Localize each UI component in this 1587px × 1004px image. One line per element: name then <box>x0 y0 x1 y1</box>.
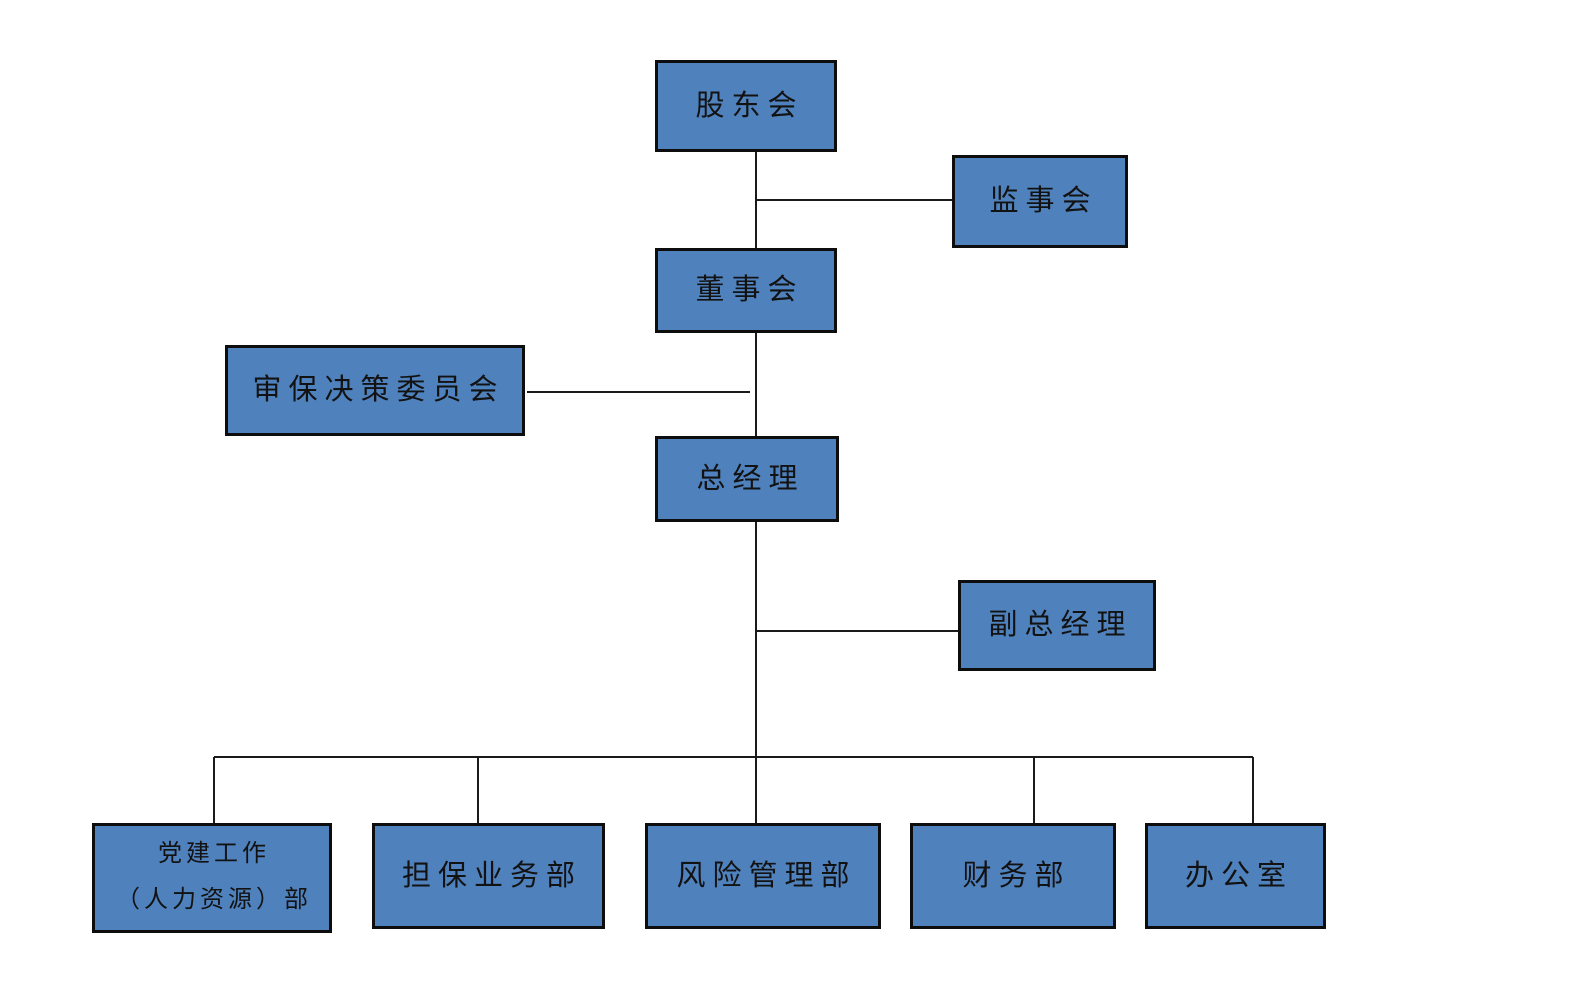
connector-gm-departments-vertical <box>755 522 757 823</box>
connector-deputy-gm-horizontal <box>757 630 958 632</box>
org-node-deputy-general-manager: 副总经理 <box>958 580 1156 671</box>
org-node-guarantee-business-dept-label: 担保业务部 <box>401 859 582 892</box>
connector-departments-bus <box>214 756 1253 758</box>
org-node-general-manager-label: 总经理 <box>696 462 805 495</box>
connector-drop-guarantee <box>477 757 479 823</box>
org-node-shareholders: 股东会 <box>655 60 837 152</box>
org-node-board-of-directors-label: 董事会 <box>695 274 804 307</box>
org-node-office: 办公室 <box>1145 823 1326 929</box>
connector-drop-office <box>1252 757 1254 823</box>
org-node-guarantee-review-committee-label: 审保决策委员会 <box>252 374 505 407</box>
org-node-finance-dept-label: 财务部 <box>962 859 1071 892</box>
org-node-party-hr-dept-label-line1: 党建工作 <box>158 841 270 868</box>
connector-drop-party-hr <box>213 757 215 823</box>
connector-drop-finance <box>1033 757 1035 823</box>
org-node-general-manager: 总经理 <box>655 436 839 522</box>
org-node-supervisory-board-label: 监事会 <box>989 185 1098 218</box>
connector-supervisory-horizontal <box>756 199 952 201</box>
org-node-risk-management-dept-label: 风险管理部 <box>676 859 857 892</box>
org-node-board-of-directors: 董事会 <box>655 248 837 333</box>
org-node-deputy-general-manager-label: 副总经理 <box>988 609 1133 642</box>
org-node-guarantee-business-dept: 担保业务部 <box>372 823 605 929</box>
org-node-party-hr-dept-label-line2: （人力资源）部 <box>116 887 312 913</box>
org-node-office-label: 办公室 <box>1184 859 1293 892</box>
connector-committee-horizontal <box>527 391 750 393</box>
org-node-party-hr-dept: 党建工作 （人力资源）部 <box>92 823 332 933</box>
org-node-risk-management-dept: 风险管理部 <box>645 823 881 929</box>
connector-board-gm-vertical <box>755 333 757 436</box>
org-node-shareholders-label: 股东会 <box>695 89 804 122</box>
org-node-supervisory-board: 监事会 <box>952 155 1128 248</box>
org-node-finance-dept: 财务部 <box>910 823 1116 929</box>
org-node-guarantee-review-committee: 审保决策委员会 <box>225 345 525 436</box>
